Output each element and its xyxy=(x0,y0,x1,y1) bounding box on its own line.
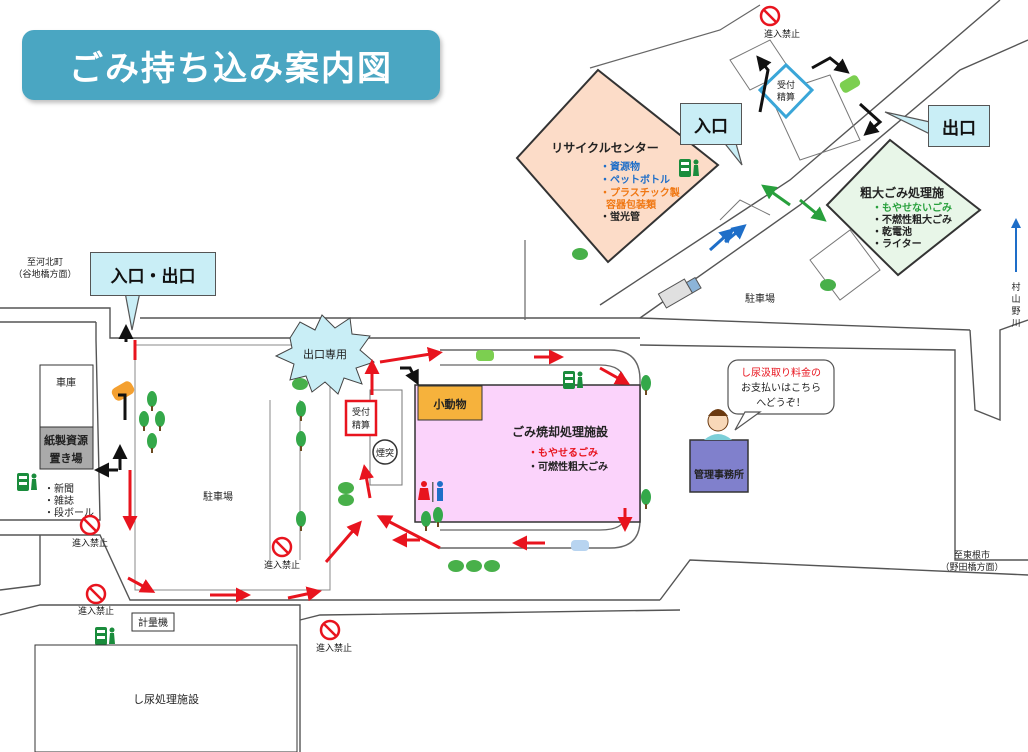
small-animal-box: 小動物 xyxy=(417,385,483,421)
river-2: 野 xyxy=(1011,306,1020,317)
toilet-icon xyxy=(418,481,443,502)
small-animal-label: 小動物 xyxy=(433,397,467,411)
truck-icon xyxy=(657,276,702,309)
chimney: 煙突 xyxy=(369,389,403,486)
office-label: 管理事務所 xyxy=(694,468,744,481)
bulky-item-0: ・もやせないごみ xyxy=(872,201,952,214)
recycle-bin-icon xyxy=(679,159,699,177)
reception-box: 受付 精算 xyxy=(344,399,378,437)
dir-higashine-1: （野田橋方面） xyxy=(940,561,1003,573)
reception-line-0: 受付 xyxy=(352,406,370,418)
no-entry-icon xyxy=(271,536,293,558)
no-entry-label-1: 進入禁止 xyxy=(72,537,108,549)
bulky-waste-facility: 粗大ごみ処理施 ・もやせないごみ ・不燃性粗大ごみ ・乾電池 ・ライター xyxy=(825,138,982,277)
recycle-center-name: リサイクルセンター xyxy=(551,141,658,155)
recycle-item-2: ・プラスチック製 xyxy=(600,186,680,199)
no-entry-icon xyxy=(79,514,101,536)
bulky-item-2: ・乾電池 xyxy=(872,225,912,238)
incinerator-facility: ごみ焼却処理施設 ・もやせるごみ ・可燃性粗大ごみ xyxy=(414,384,641,523)
river-1: 山 xyxy=(1011,294,1020,305)
recycle-item-4: ・蛍光管 xyxy=(600,210,640,223)
speech-line-2: へどうぞ！ xyxy=(756,397,806,409)
dir-kawakita-0: 至河北町 xyxy=(27,256,63,268)
paper-item-0: ・新聞 xyxy=(44,482,74,495)
paper-yard-line-0: 紙製資源 xyxy=(44,433,88,447)
speech-line-1: お支払いはこちら xyxy=(741,381,821,394)
arrow-icon xyxy=(122,340,633,603)
incinerator-name: ごみ焼却処理施設 xyxy=(512,424,609,439)
sewage-label: し尿処理施設 xyxy=(133,692,199,706)
main-parking-lot xyxy=(134,344,331,591)
reception-top-line-0: 受付 xyxy=(777,79,795,91)
dir-kawakita-1: （谷地橋方面） xyxy=(13,268,76,280)
paper-item-2: ・段ボール xyxy=(44,506,94,519)
river-3: 川 xyxy=(1011,319,1020,329)
bulky-item-3: ・ライター xyxy=(872,238,922,250)
no-entry-label-2: 進入禁止 xyxy=(264,559,300,571)
recycle-item-3: 容器包装類 xyxy=(605,198,657,211)
chimney-label: 煙突 xyxy=(376,447,394,459)
sewage-facility: し尿処理施設 xyxy=(34,644,298,752)
bulky-item-1: ・不燃性粗大ごみ xyxy=(872,213,952,226)
no-entry-label-0: 進入禁止 xyxy=(764,28,800,40)
exit-only-label: 出口専用 xyxy=(303,347,347,361)
recycle-center: リサイクルセンター ・資源物 ・ペットボトル ・プラスチック製 容器包装類 ・蛍… xyxy=(515,68,720,264)
callout-exit: 出口 xyxy=(928,105,990,147)
parking-top-label: 駐車場 xyxy=(745,292,775,305)
recycle-item-1: ・ペットボトル xyxy=(600,173,670,186)
parking-main-label: 駐車場 xyxy=(203,490,233,503)
tree-icon xyxy=(139,248,836,572)
recycle-bin-icon xyxy=(17,473,37,491)
garage: 車庫 xyxy=(39,364,94,428)
no-entry-icon xyxy=(759,5,781,27)
paper-resource-yard: 紙製資源 置き場 xyxy=(39,426,94,470)
garage-label: 車庫 xyxy=(56,376,76,389)
paper-yard-line-1: 置き場 xyxy=(50,451,83,465)
river-label: 村 山 野 川 xyxy=(1011,218,1021,329)
speech-bubble: し尿汲取り料金の お支払いはこちら へどうぞ！ xyxy=(727,359,835,431)
recycle-bin-icon xyxy=(95,627,115,645)
recycle-item-0: ・資源物 xyxy=(600,160,640,173)
speech-line-0: し尿汲取り料金の xyxy=(741,366,821,379)
no-entry-label-3: 進入禁止 xyxy=(78,605,114,617)
callout-entrance-exit: 入口・出口 xyxy=(90,252,216,296)
incinerator-item-1: ・可燃性粗大ごみ xyxy=(528,460,608,473)
scale: 計量機 xyxy=(131,612,175,632)
callout-exit-label: 出口 xyxy=(942,118,976,139)
bulky-waste-name: 粗大ごみ処理施 xyxy=(860,185,944,200)
office: 管理事務所 xyxy=(689,439,749,493)
callout-entrance: 入口 xyxy=(680,103,742,145)
map-title: ごみ持ち込み案内図 xyxy=(22,30,440,100)
staff-icon xyxy=(704,409,732,440)
river-0: 村 xyxy=(1011,281,1020,293)
recycle-bin-icon xyxy=(563,371,583,389)
callout-entrance-label: 入口 xyxy=(694,116,728,137)
arrow-icon xyxy=(94,55,883,478)
dir-higashine-0: 至東根市 xyxy=(954,549,990,561)
reception-top-line-1: 精算 xyxy=(777,91,795,103)
no-entry-label-4: 進入禁止 xyxy=(316,642,352,654)
callout-entrance-exit-label: 入口・出口 xyxy=(110,266,196,287)
no-entry-icon xyxy=(319,619,341,641)
reception-top: 受付 精算 xyxy=(757,62,815,120)
no-entry-icon xyxy=(85,583,107,605)
exit-only-burst: 出口専用 xyxy=(274,314,375,395)
reception-line-1: 精算 xyxy=(352,419,370,431)
incinerator-item-0: ・もやせるごみ xyxy=(528,446,598,459)
arrow-icon xyxy=(708,184,827,252)
car-icon xyxy=(111,75,861,551)
paper-item-1: ・雑誌 xyxy=(44,494,74,507)
scale-label: 計量機 xyxy=(138,616,168,629)
